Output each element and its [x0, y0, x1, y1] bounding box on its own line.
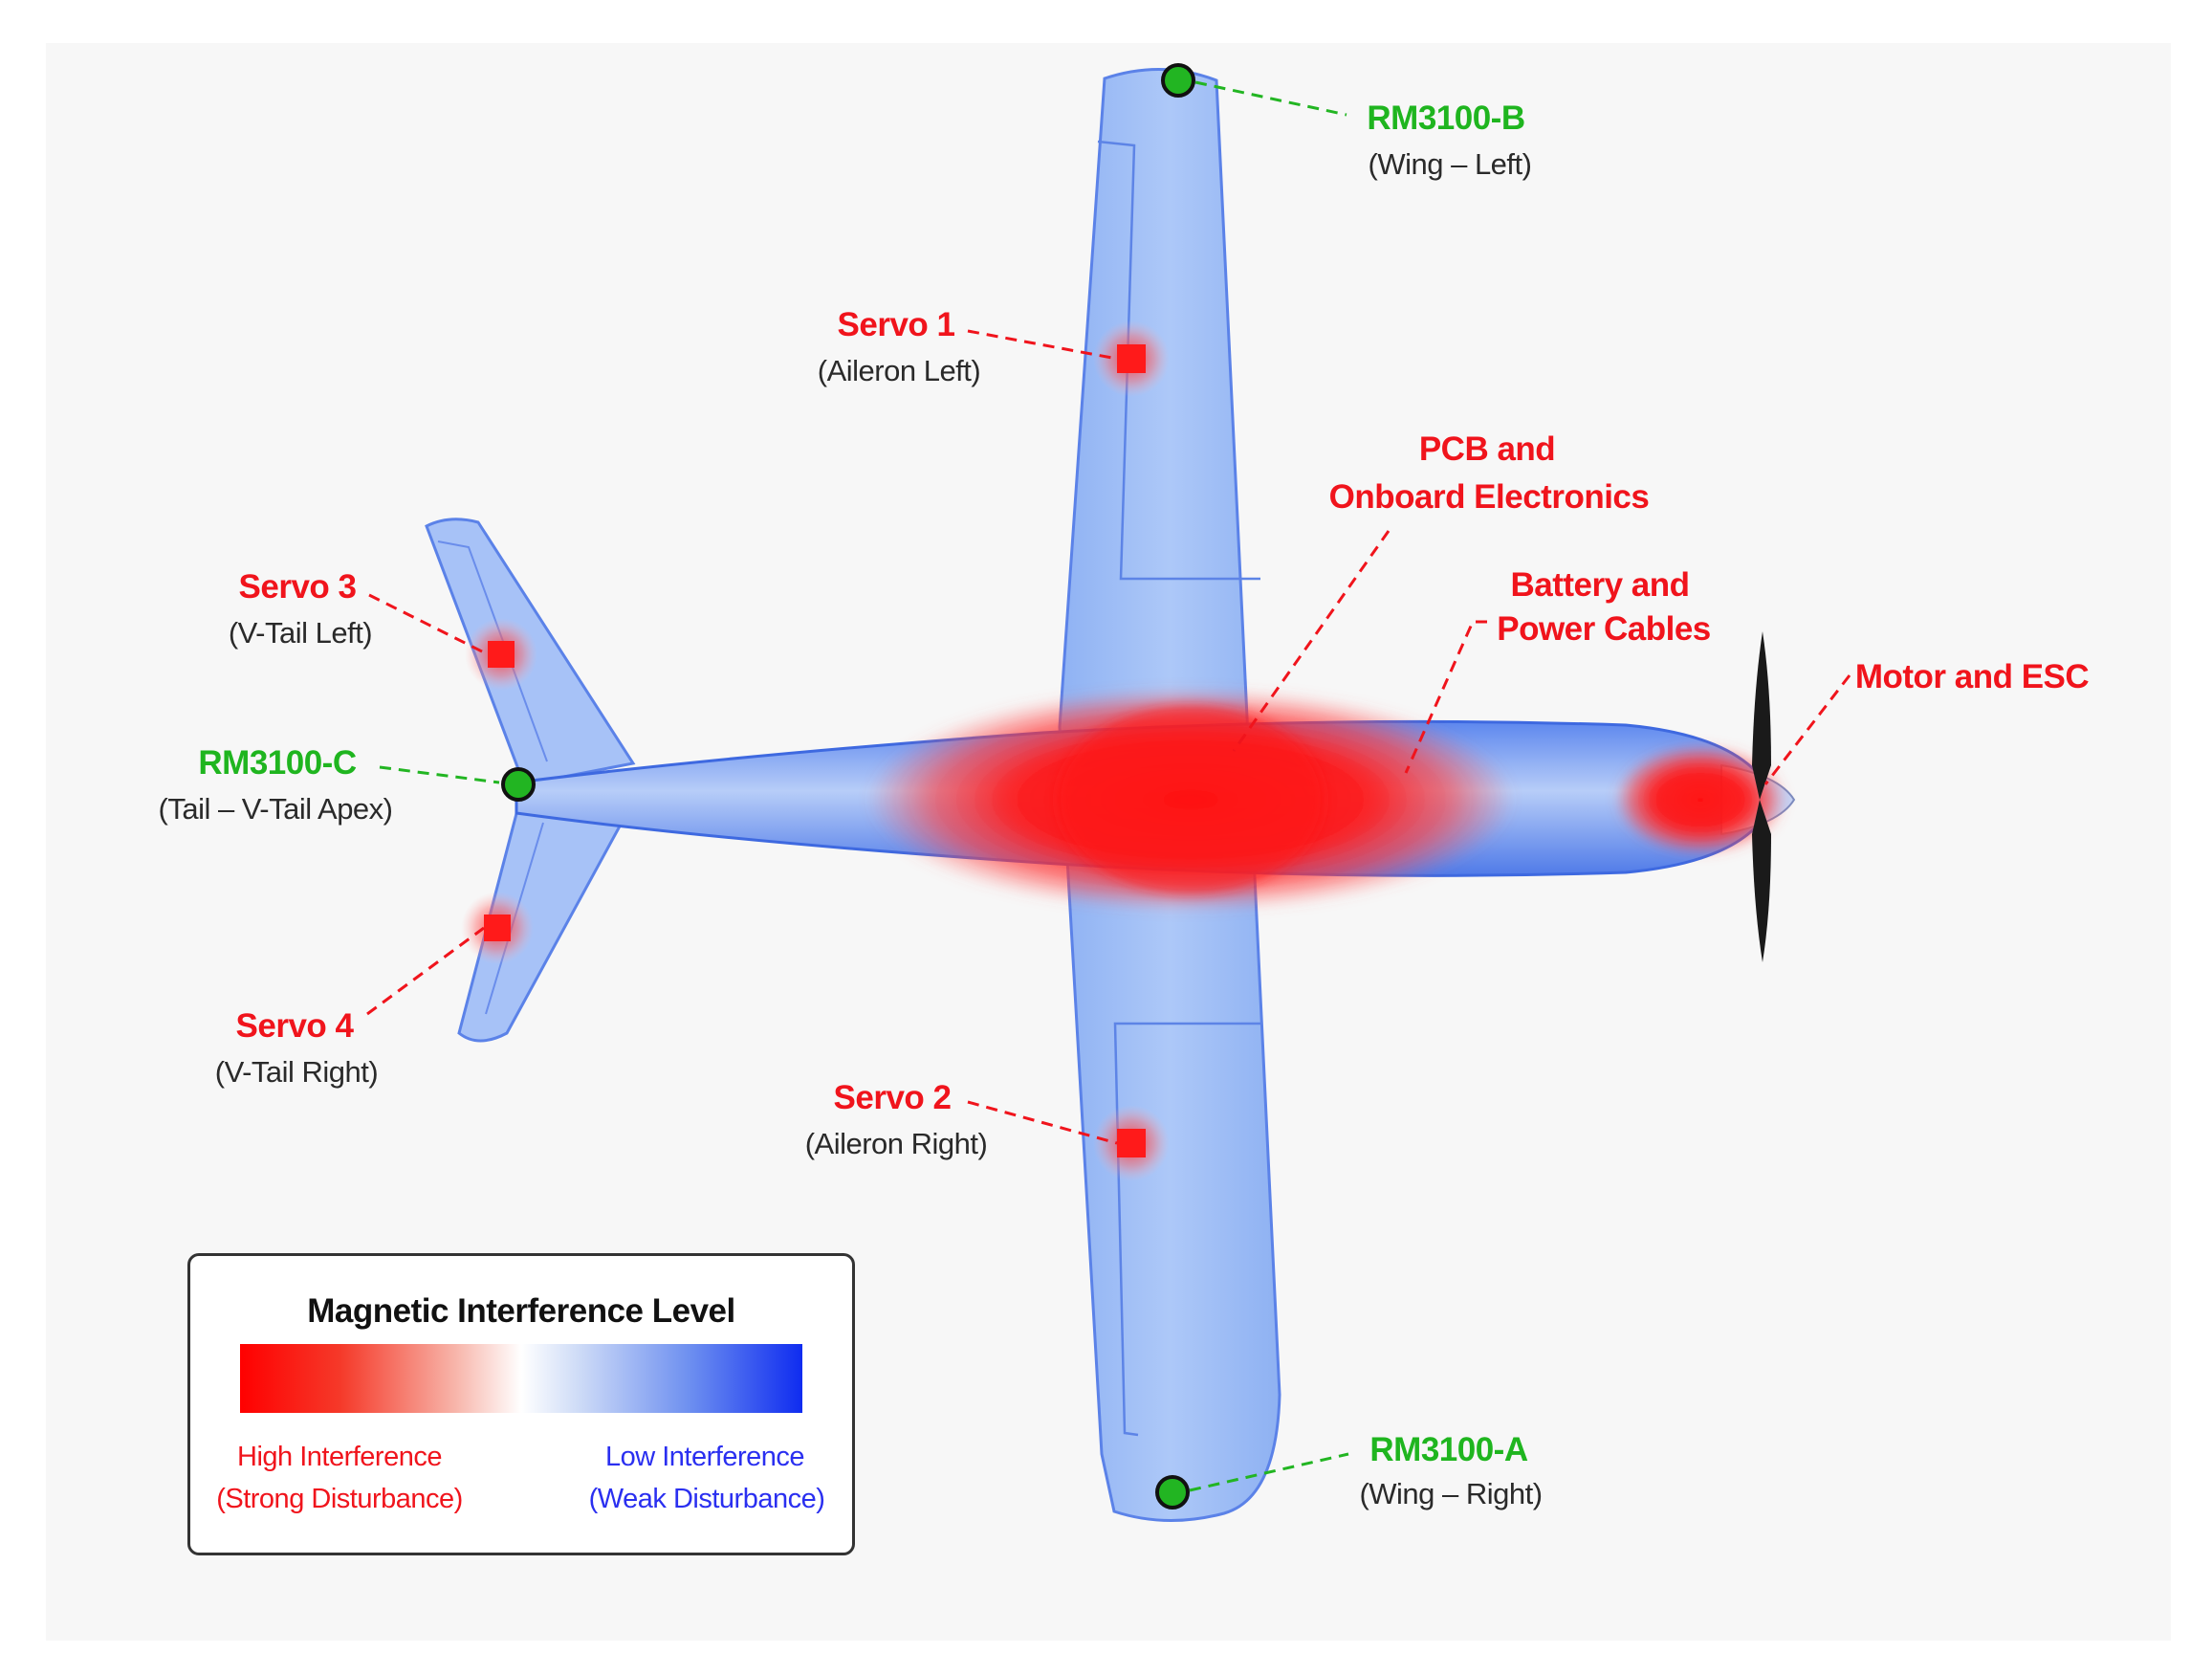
rm3100-c-leader — [379, 765, 500, 784]
servo-2-leader — [967, 1100, 1118, 1145]
battery-label-line2: Power Cables — [1497, 610, 1711, 648]
legend-high-line1: High Interference — [237, 1442, 442, 1472]
rm3100-b-marker — [1161, 63, 1195, 98]
servo-1-leader — [967, 329, 1118, 361]
rm3100-c-marker — [501, 767, 536, 802]
pcb-label-line1: PCB and — [1418, 430, 1556, 468]
legend-high-line2: (Strong Disturbance) — [216, 1484, 463, 1514]
motor-esc-label: Motor and ESC — [1854, 658, 2090, 695]
servo-1-subtitle: (Aileron Left) — [817, 354, 981, 387]
servo-4-title: Servo 4 — [235, 1007, 354, 1045]
servo-1-title: Servo 1 — [837, 306, 955, 343]
propeller-blade-lower — [1752, 800, 1771, 962]
right-aileron-outline — [1113, 1022, 1262, 1437]
pcb-leader — [1232, 530, 1391, 752]
rm3100-c-subtitle: (Tail – V-Tail Apex) — [158, 792, 394, 826]
rm3100-b-leader — [1194, 80, 1347, 117]
legend-title: Magnetic Interference Level — [307, 1292, 735, 1330]
servo-3-marker — [488, 641, 515, 668]
v-tail-right — [457, 782, 636, 1043]
rm3100-b-subtitle: (Wing – Left) — [1368, 147, 1532, 181]
motor-heat-zone — [1614, 744, 1786, 855]
battery-label-line1: Battery and — [1510, 566, 1690, 604]
servo-2-marker — [1117, 1129, 1146, 1157]
rm3100-a-marker — [1155, 1475, 1190, 1510]
interference-gradient-bar — [240, 1344, 802, 1413]
servo-4-leader — [366, 926, 485, 1016]
rm3100-a-subtitle: (Wing – Right) — [1359, 1477, 1543, 1510]
servo-2-subtitle: (Aileron Right) — [804, 1127, 988, 1160]
battery-leader — [1404, 620, 1487, 774]
interference-legend: Magnetic Interference Level High Interfe… — [187, 1253, 855, 1555]
rm3100-b-title: RM3100-B — [1367, 99, 1525, 137]
rm3100-a-leader — [1189, 1452, 1349, 1492]
rm3100-a-title: RM3100-A — [1369, 1431, 1528, 1468]
motor-leader — [1763, 674, 1851, 785]
servo-1-marker — [1117, 344, 1146, 373]
legend-low-line2: (Weak Disturbance) — [588, 1484, 825, 1514]
servo-3-subtitle: (V-Tail Left) — [228, 616, 373, 650]
propeller-blade-upper — [1752, 631, 1771, 800]
servo-4-marker — [484, 915, 511, 941]
legend-low-line1: Low Interference — [604, 1442, 805, 1472]
servo-4-subtitle: (V-Tail Right) — [214, 1055, 379, 1089]
pcb-label-line2: Onboard Electronics — [1328, 478, 1650, 516]
servo-3-leader — [368, 593, 489, 656]
servo-2-title: Servo 2 — [833, 1079, 952, 1116]
servo-3-title: Servo 3 — [238, 568, 357, 606]
rm3100-c-title: RM3100-C — [198, 744, 357, 782]
